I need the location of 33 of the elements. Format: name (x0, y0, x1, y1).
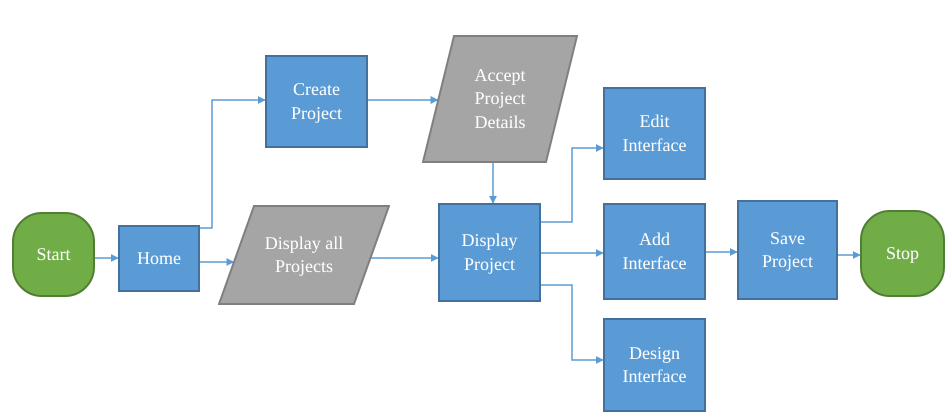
arrow (200, 258, 234, 266)
node-label: Design Interface (622, 342, 688, 388)
node-label: Accept Project Details (474, 64, 526, 134)
node-label: Save Project (761, 226, 814, 273)
process-box (603, 318, 706, 412)
process-box (603, 203, 706, 300)
data-parallelogram (218, 205, 390, 305)
node-label: Add Interface (622, 228, 688, 274)
node-label: Create Project (290, 78, 343, 125)
process-box (265, 55, 368, 148)
arrow (541, 249, 604, 257)
process-box (603, 87, 706, 180)
node-label: Stop (886, 242, 919, 265)
process-box (118, 225, 200, 292)
arrow (368, 96, 439, 104)
arrow (95, 254, 119, 262)
terminal-shape (12, 212, 95, 297)
arrow (541, 284, 604, 364)
node-label: Home (137, 246, 181, 270)
node-label: Start (36, 242, 70, 266)
data-parallelogram (422, 35, 578, 163)
node-label: Edit Interface (622, 110, 688, 156)
arrow (838, 251, 861, 259)
arrow (370, 254, 439, 262)
node-label: Display all Projects (264, 232, 344, 278)
node-label: Display Project (460, 229, 518, 276)
arrow (541, 144, 604, 223)
arrow (200, 96, 266, 229)
arrow (706, 248, 738, 256)
arrow (489, 163, 497, 204)
terminal-shape (860, 210, 945, 297)
process-box (737, 200, 838, 300)
process-box (438, 203, 541, 302)
